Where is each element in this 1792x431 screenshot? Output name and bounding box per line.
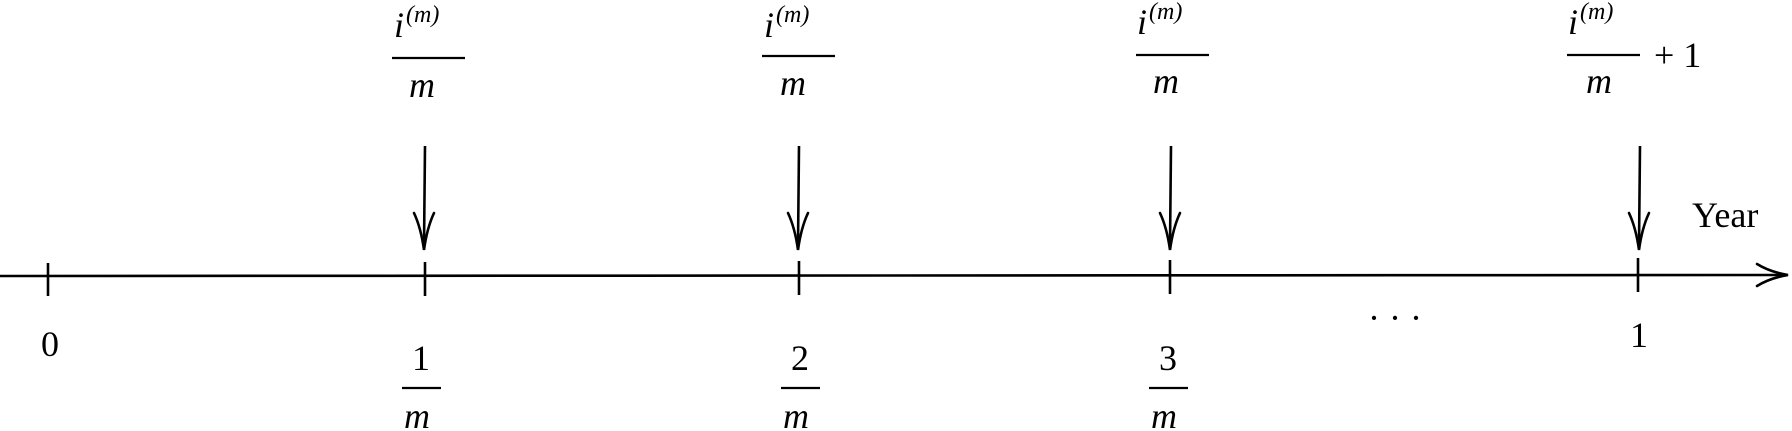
payment-4-suffix: + 1	[1654, 35, 1701, 75]
tick-label-3-over-m: 3 m	[1149, 338, 1188, 431]
tick-label-1: 1	[1630, 315, 1648, 355]
axis-ellipsis: · · ·	[1368, 298, 1422, 338]
tick-label-0: 0	[41, 324, 59, 364]
payment-label-4: i (m) m + 1	[1567, 0, 1701, 101]
payment-3-denominator: m	[1153, 61, 1179, 101]
payment-3-numerator: i	[1137, 2, 1147, 42]
tick-label-2-numerator: 2	[791, 338, 809, 378]
axis-arrowhead-icon	[1755, 262, 1789, 288]
payment-label-2: i (m) m	[762, 2, 835, 103]
payment-label-1: i (m) m	[392, 2, 465, 105]
payment-arrow-2	[786, 145, 810, 251]
payment-arrow-1	[412, 145, 436, 251]
tick-label-2-over-m: 2 m	[781, 338, 820, 431]
payment-2-superscript: (m)	[776, 2, 809, 28]
payment-arrow-4	[1627, 145, 1651, 251]
tick-label-1-over-m: 1 m	[402, 338, 441, 431]
payment-1-superscript: (m)	[406, 2, 439, 28]
payment-label-3: i (m) m	[1136, 0, 1209, 101]
payment-1-numerator: i	[394, 5, 404, 45]
tick-label-2-denominator: m	[783, 396, 809, 431]
payment-4-numerator: i	[1568, 2, 1578, 42]
payment-2-numerator: i	[764, 5, 774, 45]
payment-2-denominator: m	[780, 63, 806, 103]
tick-label-3-denominator: m	[1151, 396, 1177, 431]
tick-label-3-numerator: 3	[1159, 338, 1177, 378]
tick-label-1-denominator: m	[404, 396, 430, 431]
payment-4-superscript: (m)	[1580, 0, 1613, 25]
payment-1-denominator: m	[409, 65, 435, 105]
axis-label: Year	[1692, 195, 1758, 235]
payment-3-superscript: (m)	[1149, 0, 1182, 25]
payment-arrow-3	[1158, 145, 1182, 251]
payment-4-denominator: m	[1586, 61, 1612, 101]
time-axis-line	[0, 273, 1787, 278]
tick-label-1-numerator: 1	[412, 338, 430, 378]
